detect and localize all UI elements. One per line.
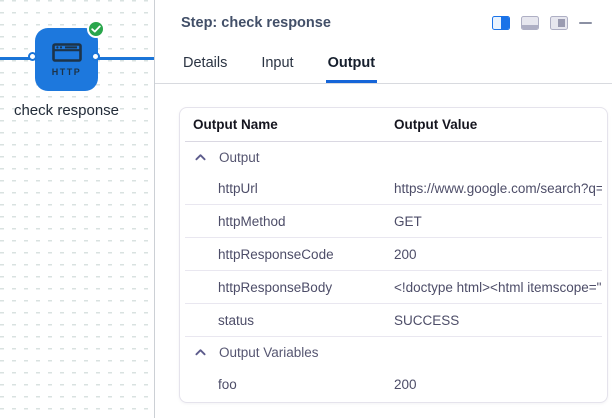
right-panel-icon[interactable]: [550, 16, 568, 30]
output-value-cell: <!doctype html><html itemscope=": [394, 279, 602, 295]
http-step-node[interactable]: HTTP: [35, 28, 98, 91]
tab-details[interactable]: Details: [183, 55, 228, 71]
tab-output[interactable]: Output: [326, 55, 378, 83]
panel-header: Step: check response: [155, 0, 612, 31]
output-value-cell: https://www.google.com/search?q=: [394, 180, 602, 196]
node-label: check response: [13, 102, 120, 119]
column-output-value: Output Value: [394, 117, 478, 132]
output-value-cell: GET: [394, 213, 422, 229]
minimize-icon[interactable]: [579, 21, 592, 25]
split-view-icon[interactable]: [492, 16, 510, 30]
output-value-cell: 200: [394, 377, 417, 392]
chevron-up-icon[interactable]: [195, 348, 219, 356]
output-value-cell: SUCCESS: [394, 312, 460, 328]
output-name-cell: status: [218, 312, 255, 328]
bottom-panel-icon[interactable]: [521, 16, 539, 30]
flow-canvas[interactable]: HTTP check response: [0, 0, 154, 418]
output-table-body: Output httpUrl https://www.google.com/sear…: [180, 142, 607, 402]
tabs: Details Input Output: [155, 55, 612, 84]
panel-controls: [492, 16, 592, 30]
group-label: Output Variables: [219, 344, 319, 360]
output-value-cell: 200: [394, 246, 417, 262]
output-name-cell: httpResponseCode: [218, 246, 334, 262]
success-check-icon: [87, 20, 105, 38]
group-row: Output: [185, 142, 602, 172]
http-label: HTTP: [51, 66, 82, 77]
table-header-row: Output Name Output Value: [185, 108, 602, 142]
output-name-cell: foo: [218, 377, 237, 392]
panel-title: Step: check response: [181, 15, 331, 31]
group-row: Output Variables: [185, 337, 602, 367]
browser-window-icon: [51, 42, 82, 67]
output-port[interactable]: [91, 52, 100, 61]
tab-input[interactable]: Input: [261, 55, 294, 71]
chevron-up-icon[interactable]: [195, 153, 219, 161]
table-row: foo 200: [185, 367, 602, 402]
output-name-cell: httpUrl: [218, 180, 258, 196]
output-name-cell: httpMethod: [218, 213, 286, 229]
input-port[interactable]: [28, 52, 37, 61]
table-row: httpMethod GET: [185, 205, 602, 238]
table-row: httpUrl https://www.google.com/search?q=: [185, 172, 602, 205]
table-row: httpResponseBody <!doctype html><html ite…: [185, 271, 602, 304]
table-row: httpResponseCode 200: [185, 238, 602, 271]
column-output-name: Output Name: [193, 117, 278, 132]
output-name-cell: httpResponseBody: [218, 279, 333, 295]
table-row: status SUCCESS: [185, 304, 602, 337]
group-label: Output: [219, 149, 260, 165]
